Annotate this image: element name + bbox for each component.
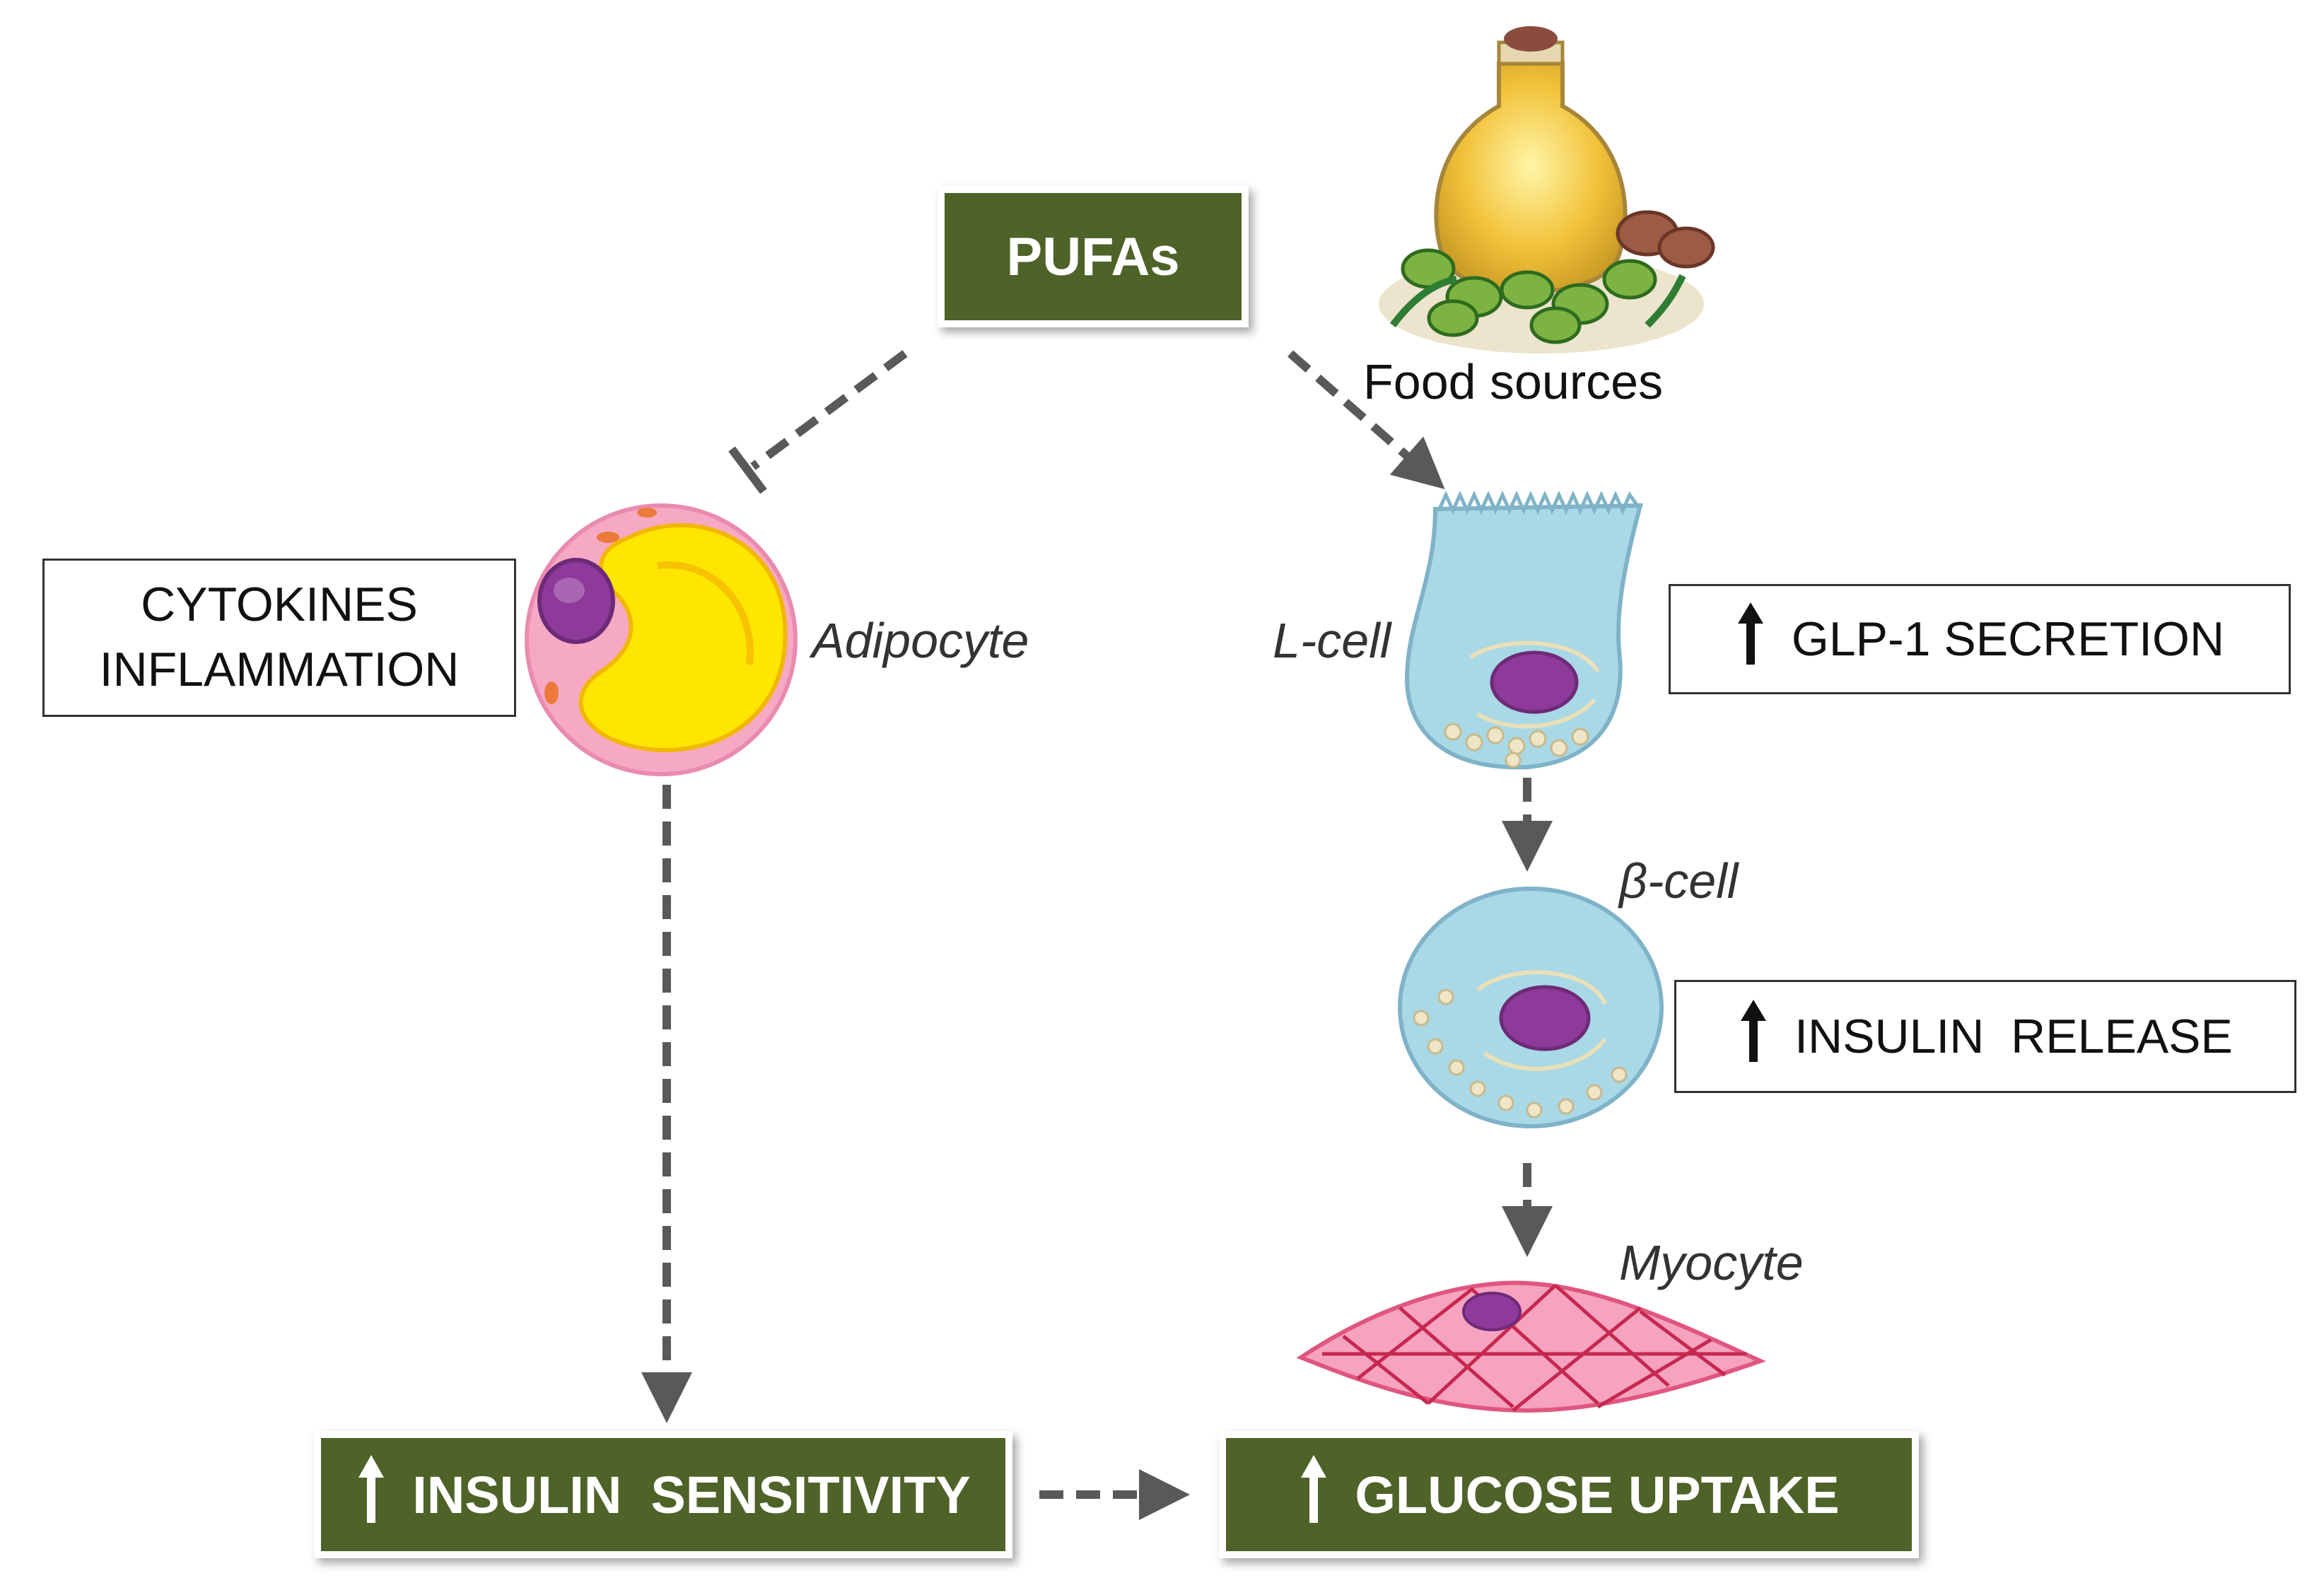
up-arrow-icon [1738,997,1769,1076]
myocyte-label: Myocyte [1619,1235,1804,1290]
insulin-sensitivity-node: INSULIN SENSITIVITY [314,1431,1012,1558]
pufas-node: PUFAs [938,186,1249,327]
up-arrow-icon [1298,1452,1329,1538]
edge-pufas-lcell [1287,350,1445,489]
l-cell-label: L-cell [1273,613,1393,668]
adipocyte-cell [525,503,798,776]
beta-cell-label: β-cell [1618,853,1740,908]
adipocyte-label: Adipocyte [809,613,1029,668]
insulin-release-label: INSULIN RELEASE [1794,1010,2233,1063]
insulin-release-box: INSULIN RELEASE [1674,980,2296,1093]
edge-pufas-adipocyte [728,350,908,494]
glucose-uptake-label: GLUCOSE UPTAKE [1355,1465,1840,1524]
food-sources-illustration [1379,26,1715,354]
up-arrow-icon [356,1452,387,1538]
glp1-secretion-box: GLP-1 SECRETION [1669,584,2291,694]
cytokines-label: CYTOKINES [141,578,418,632]
glucose-uptake-node: GLUCOSE UPTAKE [1219,1431,1919,1558]
up-arrow-icon [1735,600,1766,679]
cytokines-inflammation-box: CYTOKINES INFLAMMATION [42,559,516,717]
food-sources-label: Food sources [1363,354,1664,409]
myocyte-cell [1296,1280,1767,1413]
insulin-sensitivity-label: INSULIN SENSITIVITY [412,1465,971,1524]
glp1-label: GLP-1 SECRETION [1791,612,2225,666]
beta-cell [1398,887,1664,1128]
l-cell [1404,490,1643,770]
pufas-label: PUFAs [1006,226,1180,287]
inflammation-label: INFLAMMATION [99,643,460,696]
